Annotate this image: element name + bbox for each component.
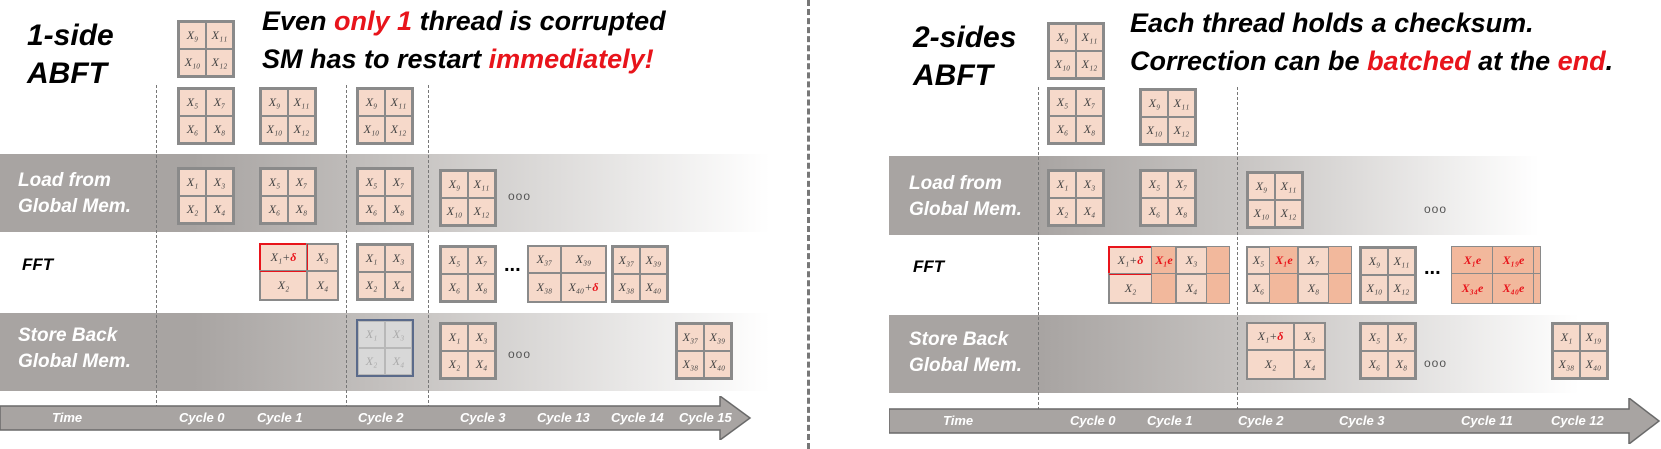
left-head-2a: SM has to restart [262,44,489,74]
right-store-band [889,315,1579,393]
left-cycle-label: Cycle 2 [358,410,404,425]
fft-block-with-checksum: X₁+δ X₁e X₃ X₂ X₄ [1108,246,1230,304]
right-time-label: Time [943,413,974,428]
right-title-line2: ABFT [913,59,993,92]
left-head-1c: thread is corrupted [412,6,666,36]
left-row-load-label: Load from Global Mem. [18,170,131,217]
left-cycle-label: Cycle 15 [679,410,732,425]
right-cycle-label: Cycle 11 [1461,413,1513,428]
right-cycle-label: Cycle 12 [1551,413,1604,428]
left-headline: Even only 1 thread is corrupted SM has t… [262,2,666,78]
left-head-1a: Even [262,6,335,36]
left-row-fft-label: FFT [22,255,54,274]
left-time-arrow [0,396,752,440]
left-cycle-label: Cycle 0 [179,410,225,425]
right-cycle-divider [1237,87,1238,410]
right-load-band [889,156,1539,235]
right-cycle-label: Cycle 1 [1147,413,1193,428]
left-cycle-divider [156,85,157,408]
right-headline: Each thread holds a checksum. Correction… [1130,4,1613,80]
left-title-line1: 1-side [27,19,114,52]
right-cycle-divider [1038,87,1039,410]
left-time-label: Time [52,410,83,425]
left-cycle-label: Cycle 1 [257,410,303,425]
right-title: 2-sides ABFT [913,19,1016,95]
right-head-1: Each thread holds a checksum. [1130,8,1534,38]
fft-block: X₃₇ X₃₉ X₃₈ X₄₀+δ [527,245,607,303]
continuation-dots: ooo [508,189,532,203]
right-row-store-label: Store Back Global Mem. [909,329,1022,376]
left-head-1b: only 1 [334,6,413,36]
right-row-load-label: Load from Global Mem. [909,173,1022,220]
left-cycle-divider [346,85,347,408]
left-cycle-label: Cycle 13 [537,410,590,425]
left-head-2b: immediately! [488,44,654,74]
continuation-dots: ooo [1424,356,1448,370]
left-title-line2: ABFT [27,57,107,90]
store-block-corrected: X₁+δ X₃ X₂ X₄ [1246,322,1326,380]
left-cycle-label: Cycle 14 [611,410,664,425]
ellipsis: ... [1424,257,1441,279]
panel-divider [807,0,810,449]
right-cycle-label: Cycle 2 [1238,413,1284,428]
left-row-store-label: Store Back Global Mem. [18,325,131,372]
right-time-arrow [889,398,1661,444]
continuation-dots: ooo [508,347,532,361]
right-cycle-label: Cycle 0 [1070,413,1116,428]
left-title: 1-side ABFT [27,17,114,93]
right-title-line1: 2-sides [913,21,1017,54]
fft-block-with-checksum: X₅ X₁e X₇ X₆ X₈ [1246,246,1352,304]
ellipsis: ... [504,254,521,276]
fft-checksum-block: X₁e X₁₉e X₃₄e X₄₀e [1451,246,1541,304]
left-cycle-label: Cycle 3 [460,410,506,425]
continuation-dots: ooo [1424,202,1448,216]
left-cycle-divider [428,85,429,408]
right-row-fft-label: FFT [913,257,945,276]
right-cycle-label: Cycle 3 [1339,413,1385,428]
fft-block-corrupted: X₁+δ X₃ X₂ X₄ [259,243,339,301]
